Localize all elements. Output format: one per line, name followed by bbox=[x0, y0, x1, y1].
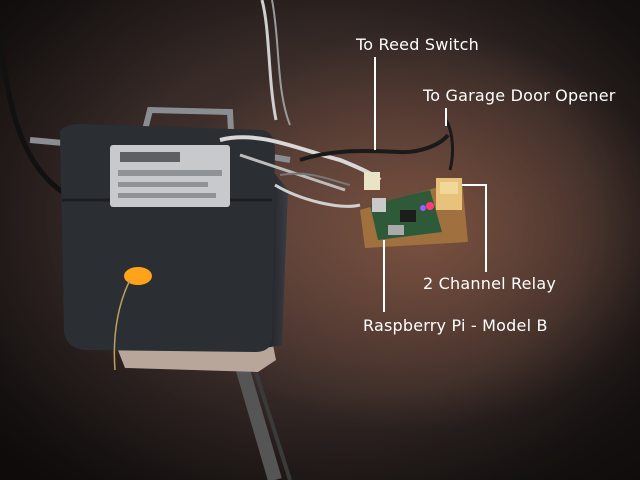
reed-connector bbox=[364, 172, 380, 190]
wire-bundle bbox=[239, 153, 346, 192]
hanging-cable bbox=[0, 39, 77, 203]
pi-led bbox=[420, 205, 426, 211]
black-wire bbox=[299, 133, 450, 162]
annotation-reed-switch: To Reed Switch bbox=[356, 35, 479, 54]
annotation-garage-door-opener: To Garage Door Opener bbox=[423, 86, 616, 105]
annotation-raspberry-pi: Raspberry Pi - Model B bbox=[363, 316, 548, 335]
top-wire bbox=[271, 0, 291, 126]
pi-ethernet bbox=[388, 225, 404, 235]
opener-label-stripe bbox=[118, 193, 216, 198]
door-rail bbox=[233, 358, 282, 480]
pi-usb-port bbox=[372, 198, 386, 212]
led-wire bbox=[113, 279, 131, 371]
wire-bundle bbox=[279, 172, 351, 186]
opener-label-stripe bbox=[118, 182, 208, 187]
door-rail bbox=[250, 359, 292, 480]
orange-led bbox=[124, 267, 152, 285]
opener-label-stripe bbox=[120, 152, 180, 162]
pi-led bbox=[426, 202, 434, 210]
pi-chip bbox=[400, 210, 416, 222]
black-wire bbox=[444, 119, 455, 171]
top-wire bbox=[260, 0, 278, 121]
leader-line-relay bbox=[462, 184, 487, 272]
opener-label-stripe bbox=[118, 170, 222, 176]
relay-block bbox=[440, 182, 458, 194]
wire-bundle bbox=[274, 183, 361, 208]
annotation-relay: 2 Channel Relay bbox=[423, 274, 556, 293]
